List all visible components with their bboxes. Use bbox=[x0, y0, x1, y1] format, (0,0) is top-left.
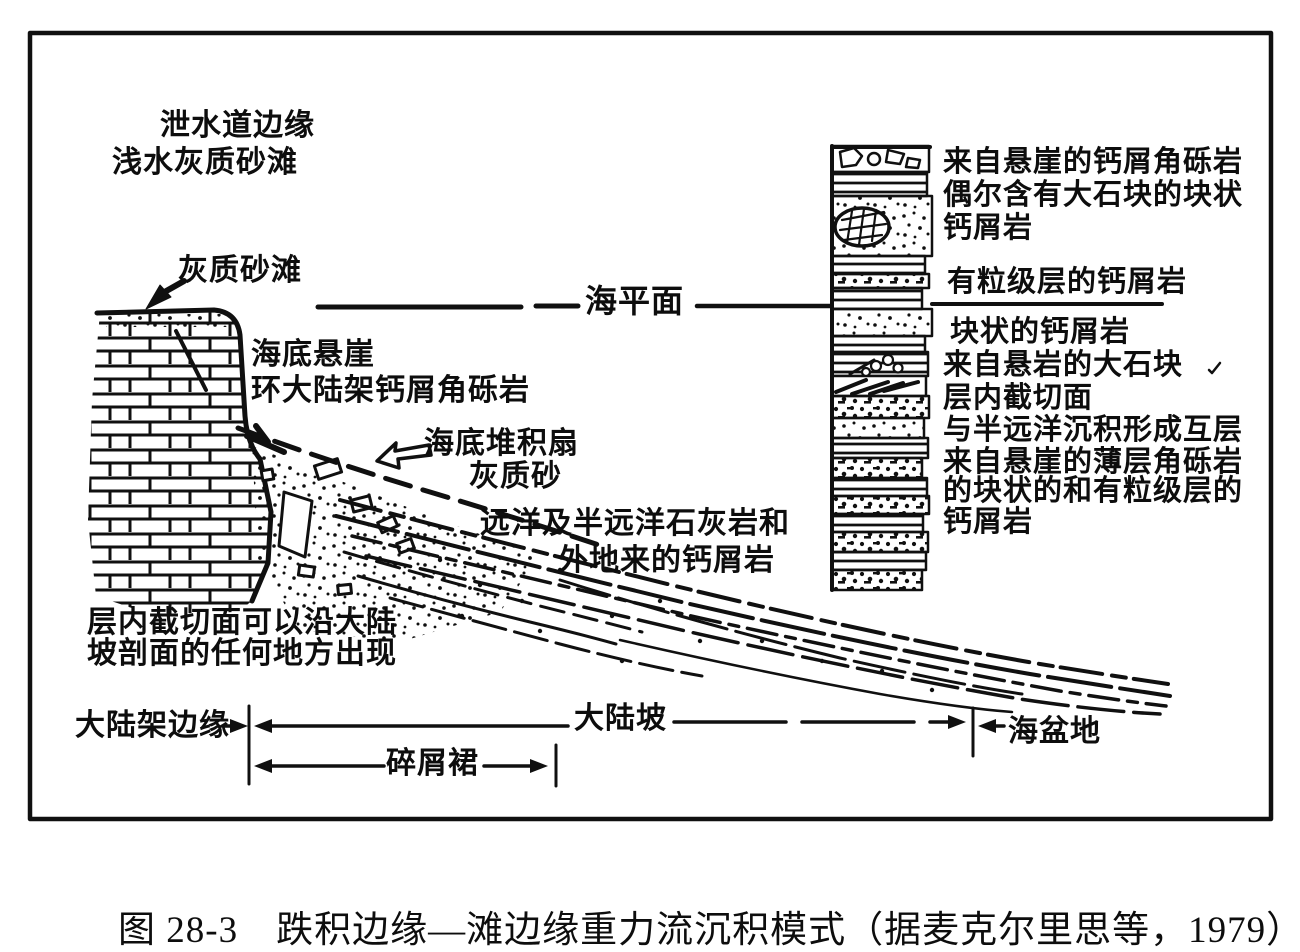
column-label-6: 来自悬岩的大石块 bbox=[943, 349, 1184, 381]
cliff bbox=[88, 307, 287, 614]
label-sea-level: 海平面 bbox=[585, 283, 685, 319]
column-label-5: 块状的钙屑岩 bbox=[950, 316, 1131, 348]
fan-arrow-icon bbox=[375, 441, 433, 470]
column-label-11: 钙屑岩 bbox=[943, 506, 1034, 538]
column-boulder bbox=[833, 206, 891, 248]
label-truncation-line2: 坡剖面的任何地方出现 bbox=[87, 637, 397, 670]
label-continental-slope: 大陆坡 bbox=[574, 702, 667, 735]
slump-surface-dashed bbox=[235, 425, 605, 549]
label-pelagic-line1: 远洋及半远洋石灰岩和 bbox=[480, 507, 790, 540]
label-shelf-breccia: 环大陆架钙屑角砾岩 bbox=[251, 374, 530, 407]
cliff-crack bbox=[174, 329, 208, 392]
label-shallow-beach: 浅水灰质砂滩 bbox=[112, 146, 298, 179]
figure-caption: 图 28-3 跌积边缘—滩边缘重力流沉积模式（据麦克尔里思等，1979） bbox=[118, 910, 1300, 951]
label-submarine-cliff: 海底悬崖 bbox=[251, 338, 375, 371]
label-truncation-line1: 层内截切面可以沿大陆 bbox=[87, 606, 397, 639]
label-pelagic-line2: 外地来的钙屑岩 bbox=[558, 544, 775, 577]
strat-column bbox=[830, 144, 934, 592]
column-label-9: 来自悬崖的薄层角砾岩 bbox=[943, 446, 1244, 478]
label-lime-sand: 灰质砂 bbox=[469, 460, 562, 493]
column-label-4: 有粒级层的钙屑岩 bbox=[947, 266, 1188, 298]
column-label-8: 与半远洋沉积形成互层 bbox=[943, 414, 1244, 446]
label-lime-sand-beach: 灰质砂滩 bbox=[178, 254, 302, 287]
column-pebbles bbox=[848, 353, 904, 378]
stray-mark bbox=[1207, 361, 1222, 375]
flow-lines bbox=[334, 498, 1172, 716]
label-channel-margin: 泄水道边缘 bbox=[160, 109, 315, 142]
column-label-3: 钙屑岩 bbox=[943, 212, 1034, 244]
beach-arrow-icon bbox=[145, 278, 187, 310]
column-scribble bbox=[834, 378, 920, 396]
label-shelf-edge: 大陆架边缘 bbox=[75, 709, 230, 742]
column-label-10: 的块状的和有粒级层的 bbox=[943, 475, 1244, 507]
dimension-lines bbox=[222, 704, 1006, 788]
column-label-1: 来自悬崖的钙屑角砾岩 bbox=[943, 146, 1244, 178]
column-label-2: 偶尔含有大石块的块状 bbox=[943, 179, 1244, 211]
column-label-7: 层内截切面 bbox=[943, 382, 1094, 414]
diagram-border bbox=[27, 30, 1274, 822]
cliff-top-sand bbox=[106, 314, 228, 327]
label-debris-apron: 碎屑裙 bbox=[386, 747, 479, 780]
sea-level-line bbox=[315, 302, 1164, 310]
label-submarine-fan: 海底堆积扇 bbox=[424, 427, 579, 460]
label-sea-basin: 海盆地 bbox=[1008, 715, 1101, 748]
